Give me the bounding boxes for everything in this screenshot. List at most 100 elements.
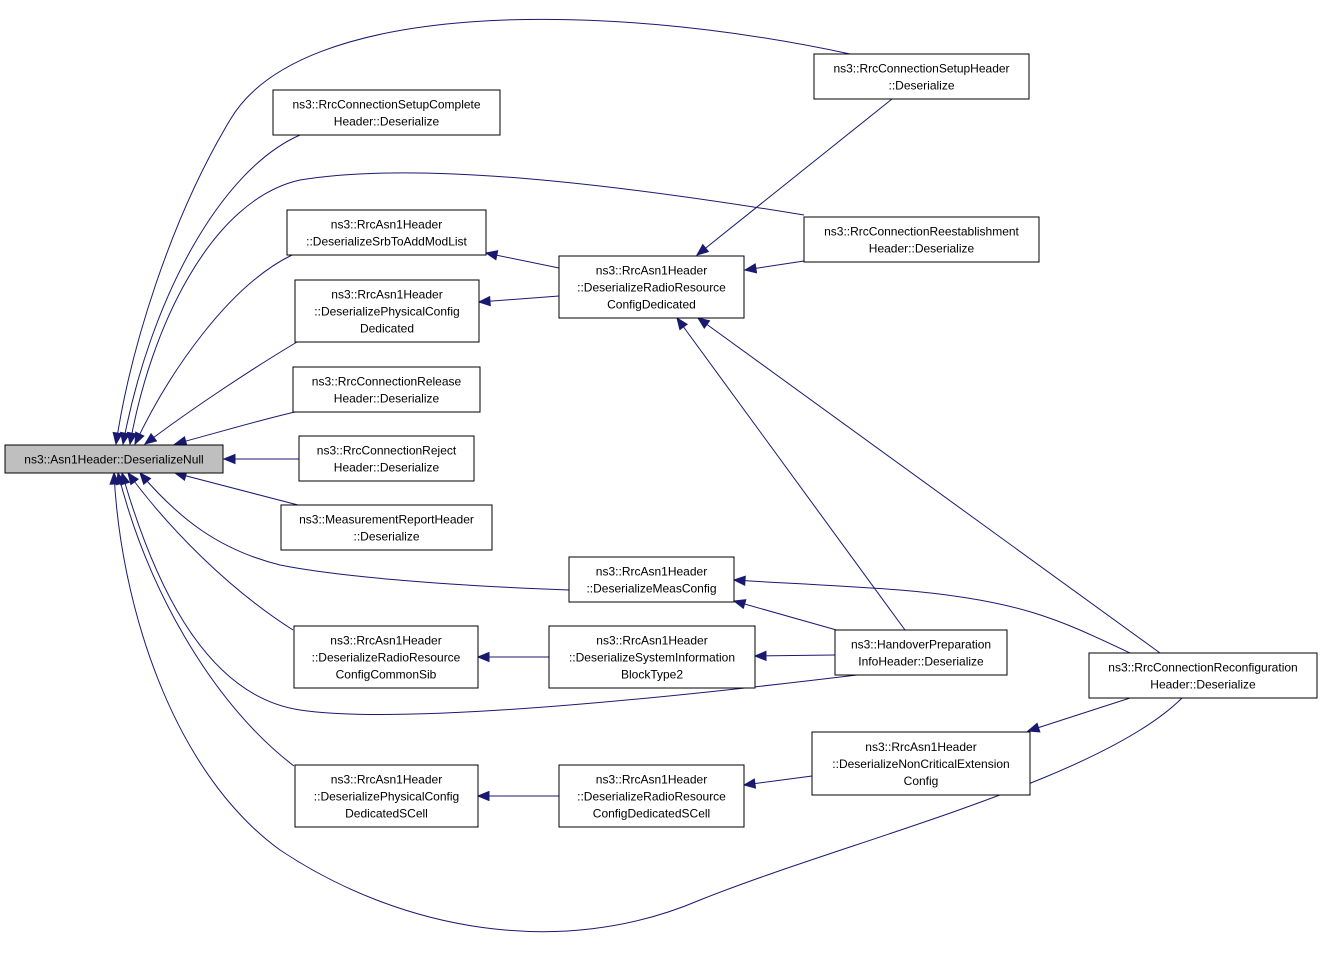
node-label-line: ns3::RrcConnectionReject	[317, 444, 457, 458]
arrowhead	[119, 431, 131, 446]
arrowhead	[742, 778, 757, 789]
node-label-line: ::DeserializePhysicalConfig	[314, 305, 459, 319]
edge-line	[127, 472, 294, 631]
node-physical-config-dedicated[interactable]: ns3::RrcAsn1Header::DeserializePhysicalC…	[294, 279, 480, 343]
node-label-line: Dedicated	[360, 322, 414, 336]
edge-physical-config-dedicated-scell-to-deserialize-null	[115, 471, 295, 767]
node-label-line: ConfigDedicated	[607, 298, 696, 312]
node-box[interactable]	[272, 89, 501, 136]
node-handover-preparation[interactable]: ns3::HandoverPreparationInfoHeader::Dese…	[834, 629, 1008, 676]
edge-setup-complete-to-deserialize-null	[119, 134, 301, 446]
node-label-line: ConfigCommonSib	[336, 668, 437, 682]
node-box[interactable]	[4, 444, 224, 474]
node-label-line: ::DeserializeSrbToAddModList	[306, 235, 467, 249]
node-connection-reconfiguration[interactable]: ns3::RrcConnectionReconfigurationHeader:…	[1088, 652, 1318, 699]
node-label-line: Config	[904, 774, 939, 788]
node-physical-config-dedicated-scell[interactable]: ns3::RrcAsn1Header::DeserializePhysicalC…	[294, 764, 479, 828]
node-box[interactable]	[558, 764, 745, 828]
node-box[interactable]	[294, 764, 479, 828]
arrowhead	[743, 263, 758, 274]
node-label-line: ::DeserializeSystemInformation	[569, 651, 735, 665]
node-label-line: ns3::RrcConnectionReestablishment	[824, 225, 1019, 239]
edge-connection-reject-to-deserialize-null	[222, 453, 299, 465]
edge-connection-reconfiguration-to-deserialize-null	[109, 471, 1183, 933]
arrowhead	[109, 471, 120, 485]
node-box[interactable]	[803, 216, 1040, 263]
node-box[interactable]	[293, 625, 479, 689]
node-box[interactable]	[294, 279, 480, 343]
node-label-line: ns3::MeasurementReportHeader	[299, 513, 474, 527]
node-box[interactable]	[558, 255, 745, 319]
edge-line	[485, 252, 560, 269]
arrowhead	[484, 250, 499, 261]
node-label-line: ns3::RrcAsn1Header	[596, 634, 707, 648]
edge-line	[754, 654, 836, 657]
node-label-line: ns3::RrcAsn1Header	[596, 264, 707, 278]
node-label-line: ns3::RrcAsn1Header	[596, 565, 707, 579]
edge-line	[733, 579, 1131, 654]
arrowhead	[134, 431, 145, 446]
edge-radio-resource-common-sib-to-deserialize-null	[127, 471, 294, 631]
edge-radio-resource-dedicated-scell-to-physical-config-dedicated-scell	[476, 790, 559, 802]
node-label-line: ::DeserializeMeasConfig	[586, 582, 716, 596]
node-meas-config[interactable]: ns3::RrcAsn1Header::DeserializeMeasConfi…	[568, 556, 735, 603]
edge-physical-config-dedicated-to-deserialize-null	[143, 341, 298, 445]
node-box[interactable]	[548, 625, 756, 689]
node-label-line: ns3::RrcAsn1Header	[331, 288, 442, 302]
node-connection-reject[interactable]: ns3::RrcConnectionRejectHeader::Deserial…	[298, 435, 475, 482]
edge-handover-preparation-to-system-info-block-type2	[753, 650, 836, 662]
node-non-critical-extension[interactable]: ns3::RrcAsn1Header::DeserializeNonCritic…	[811, 731, 1031, 796]
node-label-line: ::Deserialize	[888, 79, 954, 93]
edge-line	[113, 472, 1183, 933]
node-label-line: Header::Deserialize	[869, 242, 975, 256]
node-box[interactable]	[811, 731, 1031, 796]
node-connection-setup[interactable]: ns3::RrcConnectionSetupHeader::Deseriali…	[813, 53, 1030, 100]
node-box[interactable]	[568, 556, 735, 603]
edge-line	[144, 341, 298, 445]
node-label-line: ns3::RrcConnectionSetupHeader	[833, 62, 1009, 76]
node-deserialize-null[interactable]: ns3::Asn1Header::DeserializeNull	[4, 444, 224, 474]
node-setup-complete[interactable]: ns3::RrcConnectionSetupCompleteHeader::D…	[272, 89, 501, 136]
arrowhead	[695, 243, 710, 256]
node-label-line: ns3::RrcAsn1Header	[596, 773, 707, 787]
node-label-line: ns3::RrcAsn1Header	[330, 634, 441, 648]
node-box[interactable]	[280, 504, 493, 551]
node-box[interactable]	[813, 53, 1030, 100]
edge-line	[129, 172, 805, 445]
arrowhead	[477, 295, 491, 307]
edge-connection-setup-to-radio-resource-dedicated	[695, 98, 893, 256]
node-label-line: ns3::RrcConnectionSetupComplete	[292, 98, 480, 112]
node-box[interactable]	[834, 629, 1008, 676]
node-radio-resource-common-sib[interactable]: ns3::RrcAsn1Header::DeserializeRadioReso…	[293, 625, 479, 689]
edge-line	[1027, 697, 1131, 732]
edges-layer	[109, 18, 1183, 933]
node-measurement-report[interactable]: ns3::MeasurementReportHeader::Deserializ…	[280, 504, 493, 551]
node-label-line: ns3::Asn1Header::DeserializeNull	[24, 453, 203, 467]
edge-meas-config-to-deserialize-null	[139, 471, 570, 591]
edge-connection-reestablishment-to-radio-resource-dedicated	[743, 260, 805, 274]
node-label-line: Header::Deserialize	[334, 461, 440, 475]
node-srb-to-add-mod[interactable]: ns3::RrcAsn1Header::DeserializeSrbToAddM…	[286, 209, 487, 256]
arrowhead	[732, 599, 747, 610]
edge-system-info-block-type2-to-radio-resource-common-sib	[476, 651, 549, 663]
node-connection-release[interactable]: ns3::RrcConnectionReleaseHeader::Deseria…	[292, 366, 481, 413]
node-system-info-block-type2[interactable]: ns3::RrcAsn1Header::DeserializeSystemInf…	[548, 625, 756, 689]
node-box[interactable]	[286, 209, 487, 256]
node-box[interactable]	[292, 366, 481, 413]
node-connection-reestablishment[interactable]: ns3::RrcConnectionReestablishmentHeader:…	[803, 216, 1040, 263]
node-label-line: DedicatedSCell	[345, 807, 428, 821]
node-label-line: BlockType2	[621, 668, 683, 682]
node-label-line: ::Deserialize	[353, 530, 419, 544]
node-radio-resource-dedicated[interactable]: ns3::RrcAsn1Header::DeserializeRadioReso…	[558, 255, 745, 319]
node-box[interactable]	[298, 435, 475, 482]
arrowhead	[476, 790, 490, 802]
edge-srb-to-add-mod-to-deserialize-null	[134, 254, 293, 446]
node-radio-resource-dedicated-scell[interactable]: ns3::RrcAsn1Header::DeserializeRadioReso…	[558, 764, 745, 828]
edge-line	[696, 98, 893, 256]
edge-line	[676, 317, 906, 631]
node-label-line: Header::Deserialize	[334, 115, 440, 129]
arrowhead	[753, 650, 767, 662]
edge-connection-reconfiguration-to-non-critical-extension	[1026, 697, 1131, 733]
node-label-line: ns3::RrcAsn1Header	[331, 218, 442, 232]
node-box[interactable]	[1088, 652, 1318, 699]
